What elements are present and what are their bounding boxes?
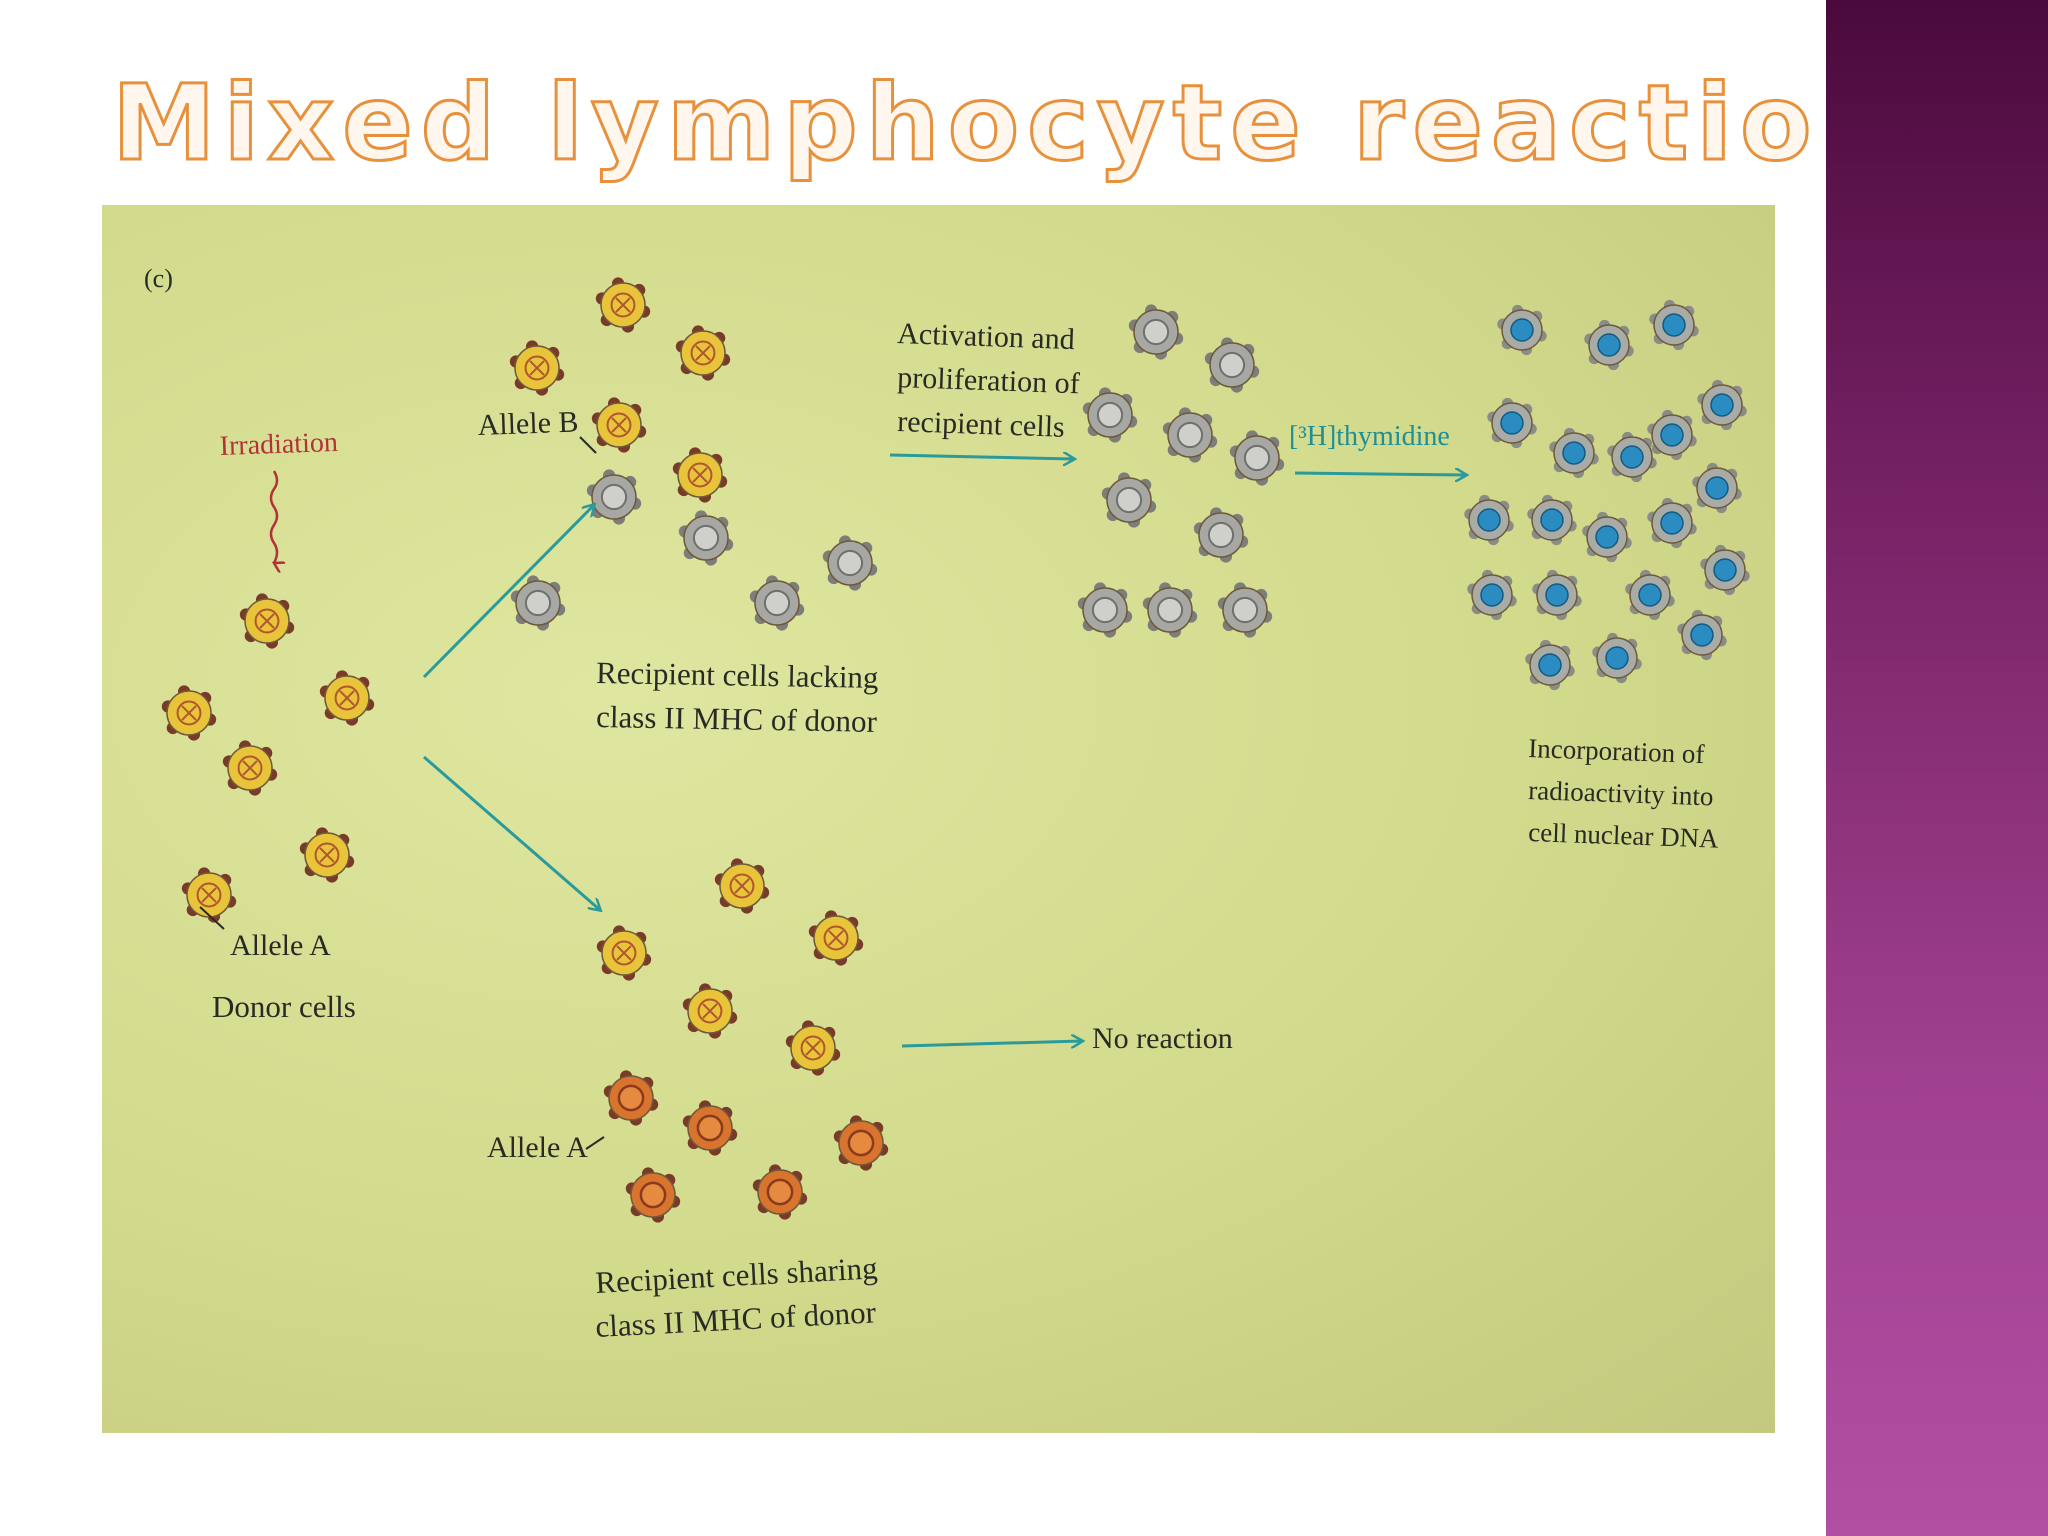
cell: [603, 1070, 659, 1126]
cell: [675, 325, 731, 381]
cell: [1497, 304, 1547, 356]
cell: [510, 575, 566, 631]
cell: [319, 670, 375, 726]
cell: [1532, 569, 1582, 621]
incorporation-label-line1: Incorporation of: [1528, 733, 1705, 769]
cell: [1692, 462, 1742, 514]
activated-cells-group: [1077, 304, 1285, 638]
cell: [833, 1115, 889, 1171]
cell: [682, 983, 738, 1039]
thymidine-label: [³H]thymidine: [1289, 421, 1450, 452]
cell: [808, 910, 864, 966]
cell: [1077, 582, 1133, 638]
cell: [586, 469, 642, 525]
diagram-photo: (c) Irradiation Allele B Allele A Donor …: [102, 205, 1775, 1433]
cell: [1592, 632, 1642, 684]
cell: [1162, 407, 1218, 463]
cell: [1101, 472, 1157, 528]
cell: [1647, 497, 1697, 549]
cell: [596, 925, 652, 981]
allele-b-label: Allele B: [477, 405, 579, 441]
cell: [1487, 397, 1537, 449]
cell: [1464, 494, 1514, 546]
cell: [1193, 507, 1249, 563]
cell: [682, 1100, 738, 1156]
cell: [1467, 569, 1517, 621]
cell: [678, 510, 734, 566]
cell: [1217, 582, 1273, 638]
irradiation-label: Irradiation: [219, 427, 338, 462]
donor-cells-label: Donor cells: [212, 989, 356, 1024]
cell: [785, 1020, 841, 1076]
cell: [749, 575, 805, 631]
donor-cells-group: [161, 593, 375, 923]
cell: [1584, 319, 1634, 371]
activation-label-line2: proliferation of: [897, 361, 1080, 400]
cell: [299, 827, 355, 883]
cell: [591, 397, 647, 453]
panel-label: (c): [144, 264, 173, 293]
cell: [1128, 304, 1184, 360]
allele-b-pointer: [579, 436, 597, 454]
arrow-to-lacking: [422, 505, 594, 679]
cell: [1204, 337, 1260, 393]
cell: [1700, 544, 1750, 596]
activation-label-line1: Activation and: [897, 317, 1075, 356]
mlr-diagram: (c) Irradiation Allele B Allele A Donor …: [144, 264, 1750, 1344]
arrow-no-reaction: [901, 1041, 1082, 1046]
incorporation-label-line3: cell nuclear DNA: [1528, 817, 1720, 854]
cell: [1142, 582, 1198, 638]
cell: [1607, 431, 1657, 483]
arrow-activation: [889, 455, 1074, 459]
activation-label-line3: recipient cells: [897, 405, 1065, 444]
cell: [1082, 387, 1138, 443]
cell: [672, 447, 728, 503]
labeled-cells-group: [1464, 299, 1750, 691]
cell: [822, 535, 878, 591]
arrow-to-sharing: [423, 755, 600, 910]
cell: [1549, 427, 1599, 479]
cell: [595, 277, 651, 333]
cell: [181, 867, 237, 923]
cell: [1229, 430, 1285, 486]
cell: [1527, 494, 1577, 546]
sharing-label-line1: Recipient cells sharing: [595, 1250, 879, 1300]
allele-a-donor-pointer: [199, 906, 225, 930]
cell: [625, 1167, 681, 1223]
incorporation-label-line2: radioactivity into: [1528, 775, 1714, 811]
cell: [1677, 609, 1727, 661]
cell: [239, 593, 295, 649]
cell: [1649, 299, 1699, 351]
cell: [714, 858, 770, 914]
cell: [509, 340, 565, 396]
lacking-label-line1: Recipient cells lacking: [596, 655, 879, 695]
allele-a-donor-label: Allele A: [230, 929, 331, 962]
slide-title: Mixed lymphocyte reaction: [111, 61, 1902, 186]
irradiation-arrow: [269, 470, 277, 563]
cell: [1525, 639, 1575, 691]
cell: [222, 740, 278, 796]
lacking-label-line2: class II MHC of donor: [596, 699, 878, 739]
recipient-sharing-cells-group: [596, 858, 889, 1223]
arrow-thymidine: [1294, 473, 1466, 475]
no-reaction-label: No reaction: [1092, 1022, 1233, 1055]
allele-a-recipient-label: Allele A: [487, 1131, 588, 1164]
cell: [1625, 569, 1675, 621]
allele-a-recipient-pointer: [585, 1136, 605, 1150]
cell: [161, 685, 217, 741]
cell: [1647, 409, 1697, 461]
sharing-label-line2: class II MHC of donor: [595, 1294, 878, 1344]
cell: [1697, 379, 1747, 431]
cell: [752, 1164, 808, 1220]
cell: [1582, 511, 1632, 563]
recipient-lacking-cells-group: [509, 277, 878, 631]
decorative-sidebar: [1826, 0, 2048, 1536]
